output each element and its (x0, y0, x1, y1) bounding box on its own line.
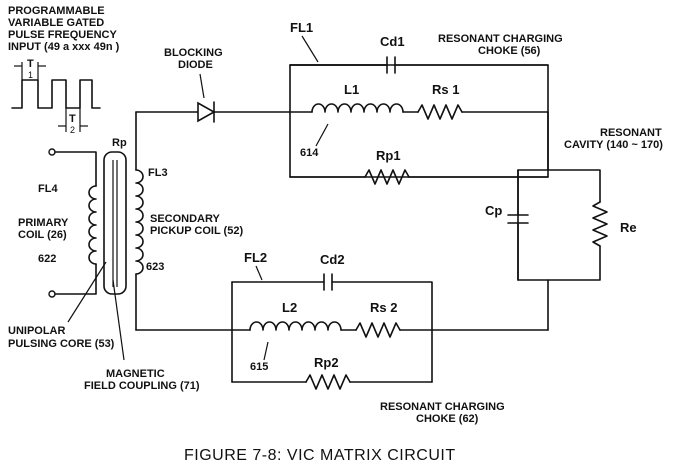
primary-terminal-top (48, 148, 56, 156)
secondary-pickup-coil (135, 169, 144, 275)
blocking-diode-label-2: DIODE (178, 59, 213, 71)
blocking-diode: BLOCKING DIODE (135, 47, 291, 123)
fl2-label: FL2 (244, 250, 267, 265)
top-choke-label-1: RESONANT CHARGING (438, 33, 563, 45)
magnetic-coupling-label-1: MAGNETIC (106, 368, 165, 380)
cd2-label: Cd2 (320, 252, 345, 267)
pulse-waveform (11, 79, 101, 109)
resonant-cavity: Cp Re RESONANT CAVITY (140 ~ 170) (485, 111, 663, 331)
input-label-line1: PROGRAMMABLE (8, 5, 105, 17)
bottom-choke-label-2: CHOKE (62) (416, 413, 479, 425)
transformer: Rp FL4 PRIMARY COIL (26) 622 FL3 SECONDA… (8, 111, 243, 392)
l1-label: L1 (344, 82, 359, 97)
rs1-resistor (417, 104, 463, 120)
bottom-resonant-charging-choke: FL2 Cd2 L2 Rs 2 615 Rp2 RESONANT CHARGIN… (135, 250, 549, 425)
node-622-label: 622 (38, 253, 56, 265)
primary-coil-label-1: PRIMARY (18, 217, 69, 229)
node-614-label: 614 (300, 147, 319, 159)
l1-inductor (311, 103, 404, 113)
input-label-line2: VARIABLE GATED (8, 17, 104, 29)
rp-top-label: Rp (112, 137, 127, 149)
input-label-line4: INPUT (49 a xxx 49n ) (8, 41, 120, 53)
bottom-choke-label-1: RESONANT CHARGING (380, 401, 505, 413)
fl3-label: FL3 (148, 167, 168, 179)
rs2-label: Rs 2 (370, 300, 397, 315)
blocking-diode-label-1: BLOCKING (164, 47, 223, 59)
top-choke-label-2: CHOKE (56) (478, 45, 541, 57)
secondary-coil-label-1: SECONDARY (150, 213, 221, 225)
primary-coil-label-2: COIL (26) (18, 229, 67, 241)
rp1-label: Rp1 (376, 148, 401, 163)
rp2-resistor (305, 374, 351, 390)
secondary-coil-label-2: PICKUP COIL (52) (150, 225, 243, 237)
rs1-label: Rs 1 (432, 82, 459, 97)
unipolar-core-label-1: UNIPOLAR (8, 325, 66, 337)
node-623-label: 623 (146, 261, 164, 273)
fl1-enclosure (289, 64, 549, 178)
t2-label: T (69, 113, 76, 125)
node-615-label: 615 (250, 361, 268, 373)
l2-inductor (249, 321, 342, 331)
fl1-label: FL1 (290, 20, 313, 35)
top-resonant-charging-choke: FL1 Cd1 L1 Rs 1 614 Rp1 RESONANT CHARGIN… (289, 20, 563, 185)
cp-label: Cp (485, 203, 502, 218)
t2-sub: 2 (70, 125, 75, 135)
cavity-label-2: CAVITY (140 ~ 170) (564, 139, 663, 151)
rp1-resistor (364, 169, 410, 185)
fl4-label: FL4 (38, 183, 58, 195)
figure-caption: FIGURE 7-8: VIC MATRIX CIRCUIT (184, 447, 456, 464)
unipolar-pulsing-core (103, 151, 127, 295)
diode-triangle (197, 101, 216, 123)
re-label: Re (620, 220, 637, 235)
cd1-label: Cd1 (380, 34, 405, 49)
rp2-label: Rp2 (314, 355, 339, 370)
rs2-resistor (355, 322, 401, 338)
unipolar-core-label-2: PULSING CORE (53) (8, 338, 115, 350)
magnetic-coupling-label-2: FIELD COUPLING (71) (84, 380, 200, 392)
cavity-label-1: RESONANT (600, 127, 662, 139)
re-resistor (592, 201, 608, 247)
primary-terminal-bottom (48, 290, 56, 298)
input-label-line3: PULSE FREQUENCY (8, 29, 117, 41)
t1-label: T (27, 58, 34, 70)
input-pulse-block: PROGRAMMABLE VARIABLE GATED PULSE FREQUE… (8, 5, 120, 135)
t1-sub: 1 (28, 70, 33, 80)
l2-label: L2 (282, 300, 297, 315)
primary-coil (88, 185, 97, 265)
